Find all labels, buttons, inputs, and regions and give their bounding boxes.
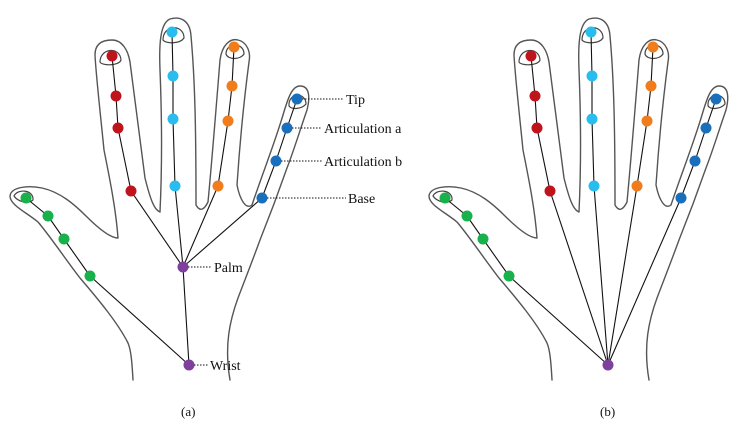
articulation-b-label: Articulation b bbox=[324, 155, 402, 170]
index-keypoint bbox=[531, 122, 543, 134]
ring-keypoint bbox=[641, 115, 653, 127]
pinky-keypoint bbox=[675, 192, 687, 204]
bone-line bbox=[171, 31, 184, 268]
tip-label: Tip bbox=[346, 93, 365, 108]
pinky-keypoint bbox=[689, 155, 701, 167]
panel-a: Tip Articulation a Articulation b Base P… bbox=[9, 17, 402, 419]
palm-label: Palm bbox=[214, 261, 243, 276]
index-keypoint bbox=[529, 90, 541, 102]
keypoints bbox=[20, 26, 303, 371]
thumb-keypoint bbox=[503, 270, 515, 282]
nail-icon bbox=[13, 190, 34, 203]
pinky-keypoint bbox=[700, 122, 712, 134]
index-keypoint bbox=[112, 122, 124, 134]
base-label: Base bbox=[348, 192, 375, 207]
middle-keypoint bbox=[166, 26, 178, 38]
keypoints bbox=[439, 26, 722, 371]
index-keypoint bbox=[125, 185, 137, 197]
wrist-keypoint bbox=[183, 359, 195, 371]
bone-line bbox=[25, 197, 91, 277]
index-keypoint bbox=[110, 90, 122, 102]
middle-keypoint bbox=[586, 113, 598, 125]
thumb-keypoint bbox=[58, 233, 70, 245]
thumb-keypoint bbox=[461, 210, 473, 222]
nail-icon bbox=[518, 49, 541, 66]
bone-line bbox=[444, 197, 609, 366]
articulation-a-label: Articulation a bbox=[324, 122, 402, 137]
middle-keypoint bbox=[167, 70, 179, 82]
bone-line bbox=[590, 31, 609, 366]
wrist-keypoint bbox=[602, 359, 614, 371]
palm-keypoint bbox=[177, 261, 189, 273]
middle-keypoint bbox=[167, 113, 179, 125]
pinky-keypoint bbox=[270, 155, 282, 167]
caption-b: (b) bbox=[600, 404, 615, 419]
wrist-label: Wrist bbox=[210, 359, 241, 374]
pinky-keypoint bbox=[710, 93, 722, 105]
bone-line bbox=[607, 46, 654, 366]
ring-keypoint bbox=[228, 41, 240, 53]
ring-keypoint bbox=[222, 115, 234, 127]
bone-line bbox=[607, 98, 717, 366]
ring-keypoint bbox=[212, 180, 224, 192]
bone-line bbox=[89, 275, 190, 366]
panel-b: (b) bbox=[428, 17, 729, 419]
thumb-keypoint bbox=[20, 192, 32, 204]
bone-line bbox=[111, 55, 184, 268]
skeleton-lines bbox=[25, 31, 298, 366]
thumb-keypoint bbox=[84, 270, 96, 282]
pinky-keypoint bbox=[256, 192, 268, 204]
hand-outline-icon bbox=[428, 17, 729, 381]
ring-keypoint bbox=[647, 41, 659, 53]
ring-keypoint bbox=[226, 80, 238, 92]
bone-line bbox=[182, 266, 190, 366]
ring-keypoint bbox=[631, 180, 643, 192]
nail-icon bbox=[99, 49, 122, 66]
middle-keypoint bbox=[588, 180, 600, 192]
annotation-labels: Tip Articulation a Articulation b Base P… bbox=[210, 93, 402, 374]
index-keypoint bbox=[525, 50, 537, 62]
middle-keypoint bbox=[585, 26, 597, 38]
ring-keypoint bbox=[645, 80, 657, 92]
middle-keypoint bbox=[586, 70, 598, 82]
nail-icon bbox=[432, 190, 453, 203]
hand-outline-icon bbox=[9, 17, 310, 381]
thumb-keypoint bbox=[477, 233, 489, 245]
pinky-keypoint bbox=[291, 93, 303, 105]
annotation-leaders bbox=[188, 98, 346, 366]
caption-a: (a) bbox=[181, 404, 195, 419]
index-keypoint bbox=[106, 50, 118, 62]
thumb-keypoint bbox=[42, 210, 54, 222]
index-keypoint bbox=[544, 185, 556, 197]
skeleton-lines bbox=[444, 31, 717, 366]
bone-line bbox=[182, 46, 235, 268]
middle-keypoint bbox=[169, 180, 181, 192]
thumb-keypoint bbox=[439, 192, 451, 204]
pinky-keypoint bbox=[281, 122, 293, 134]
